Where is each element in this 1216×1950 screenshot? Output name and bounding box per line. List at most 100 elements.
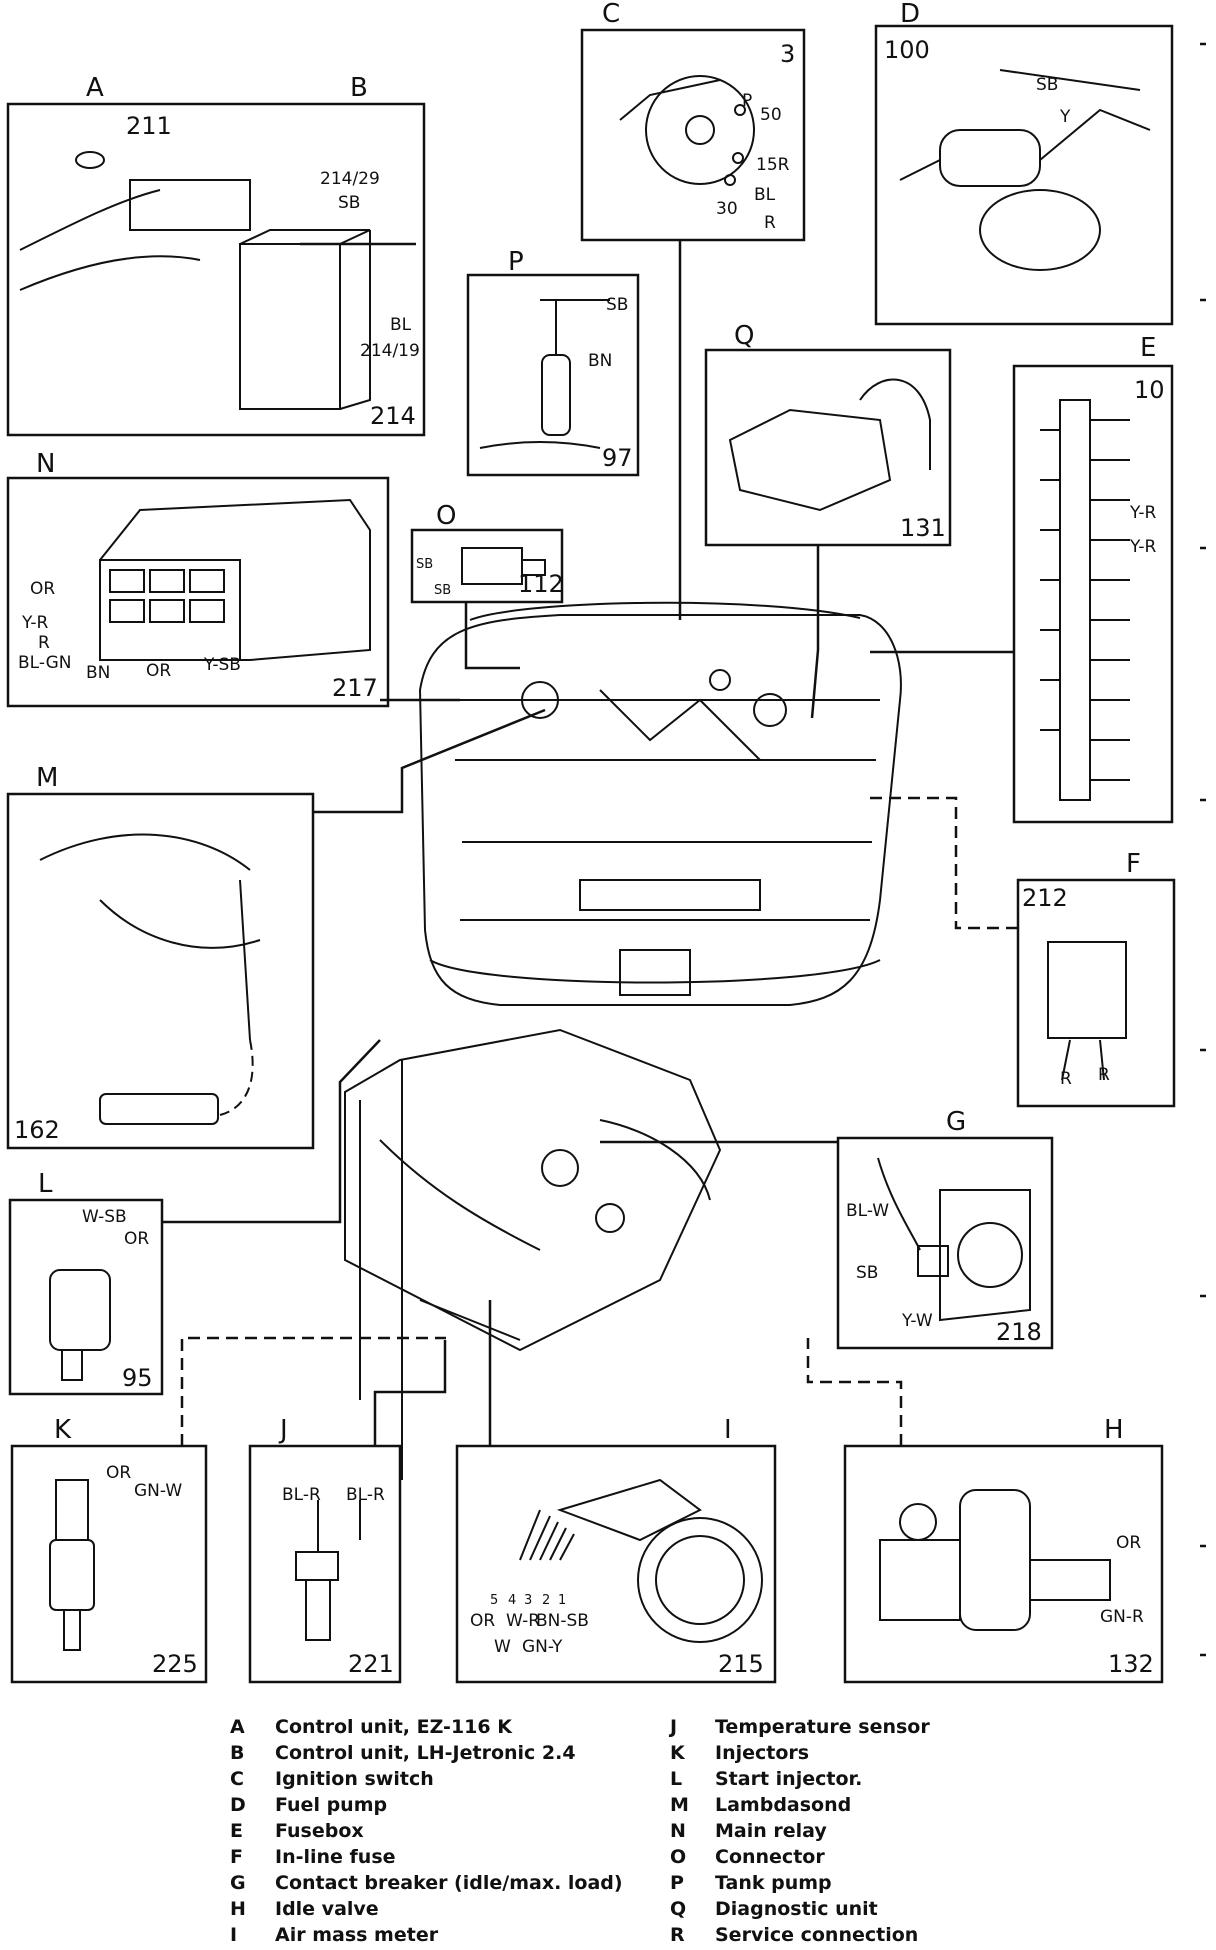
legend-key: N: [670, 1820, 686, 1842]
label-h: H: [1104, 1415, 1124, 1445]
wire-g-sb: SB: [856, 1263, 878, 1283]
wire-i-bnsb: BN-SB: [536, 1611, 589, 1631]
wire-e-yr-2: Y-R: [1129, 537, 1157, 557]
legend-text: Temperature sensor: [715, 1716, 930, 1738]
wire-o-sb-1: SB: [416, 557, 433, 572]
wire-l-wsb: W-SB: [82, 1207, 127, 1227]
panel-l-frame: [8, 1198, 164, 1396]
wire-k-gnw: GN-W: [134, 1481, 182, 1501]
panel-ab-frame: [6, 102, 426, 437]
leader-o: [464, 602, 520, 670]
ref-3: 3: [780, 40, 795, 68]
wire-n-or-2: OR: [146, 661, 171, 681]
ref-225: 225: [152, 1650, 198, 1678]
leader-j: [373, 1340, 447, 1446]
wire-n-bn: BN: [86, 663, 110, 683]
wire-i-or: OR: [470, 1611, 495, 1631]
wire-p-sb: SB: [606, 295, 628, 315]
ref-212: 212: [1022, 884, 1068, 912]
panel-k-frame: [10, 1444, 208, 1684]
legend-key: G: [230, 1872, 246, 1894]
legend-key: E: [230, 1820, 243, 1842]
label-a: A: [86, 73, 104, 103]
wire-c-50: 50: [760, 105, 782, 125]
label-j: J: [278, 1415, 288, 1445]
legend-text: Contact breaker (idle/max. load): [275, 1872, 623, 1894]
label-p: P: [508, 247, 524, 277]
panel-j-frame: [248, 1444, 402, 1684]
label-q: Q: [734, 321, 754, 351]
ref-112: 112: [518, 570, 564, 598]
legend-item: C Ignition switch: [230, 1766, 630, 1792]
wire-c-r: R: [764, 213, 776, 233]
legend-text: Fusebox: [275, 1820, 364, 1842]
legend-text: Connector: [715, 1846, 825, 1868]
panel-n-frame: [6, 476, 390, 708]
wire-214-19: 214/19: [360, 341, 420, 361]
lambda-sensor-sketch-m: [39, 833, 261, 1125]
panel-h-frame: [843, 1444, 1164, 1684]
wire-n-blgn: BL-GN: [18, 653, 71, 673]
wire-d-sb: SB: [1036, 75, 1058, 95]
label-l: L: [38, 1169, 53, 1199]
wire-k-or: OR: [106, 1463, 131, 1483]
wire-ab-sb: SB: [338, 193, 360, 213]
wire-i-w: W: [494, 1637, 511, 1657]
legend-key: C: [230, 1768, 244, 1790]
panel-p-frame: [466, 273, 640, 477]
legend-text: Service connection: [715, 1924, 919, 1946]
legend-key: H: [230, 1898, 246, 1920]
wire-j-blr-2: BL-R: [346, 1485, 385, 1505]
leader-m: [313, 708, 546, 814]
start-injector-sketch-l: [49, 1269, 111, 1381]
label-i: I: [724, 1415, 732, 1445]
wire-g-blw: BL-W: [846, 1201, 889, 1221]
legend-key: K: [670, 1742, 685, 1764]
legend-text: Lambdasond: [715, 1794, 852, 1816]
legend-text: Control unit, EZ-116 K: [275, 1716, 512, 1738]
ref-10: 10: [1134, 376, 1165, 404]
edge-ticks: [1200, 42, 1206, 1657]
wire-p-bn: BN: [588, 351, 612, 371]
legend-key: J: [670, 1716, 678, 1738]
wire-c-30: 30: [716, 199, 738, 219]
leader-l: [162, 1039, 381, 1224]
panel-d-frame: [874, 24, 1174, 326]
wire-d-y: Y: [1059, 107, 1071, 127]
air-mass-meter-sketch-i: [519, 1478, 763, 1643]
ref-132: 132: [1108, 1650, 1154, 1678]
wire-n-yr: Y-R: [21, 613, 49, 633]
contact-breaker-sketch-g: [877, 1157, 1031, 1322]
panel-i-frame: [455, 1444, 777, 1684]
wire-h-or: OR: [1116, 1533, 1141, 1553]
legend-key: R: [670, 1924, 685, 1946]
wire-i-wr: W-R: [506, 1611, 540, 1631]
panel-e-frame: [1012, 364, 1174, 824]
engine-lower-illustration: [344, 1028, 722, 1480]
car-engine-bay-illustration: [418, 601, 902, 1006]
ref-215: 215: [718, 1650, 764, 1678]
label-g: G: [946, 1107, 966, 1137]
pin-i-1: 1: [558, 1593, 566, 1608]
legend-text: Control unit, LH-Jetronic 2.4: [275, 1742, 576, 1764]
connector-sketch-o: [461, 547, 546, 585]
legend-text: Start injector.: [715, 1768, 863, 1790]
panel-q-frame: [704, 348, 952, 547]
legend-key: I: [230, 1924, 238, 1946]
wire-214-29: 214/29: [320, 169, 380, 189]
ref-131: 131: [900, 514, 946, 542]
legend-text: Ignition switch: [275, 1768, 434, 1790]
label-m: M: [36, 763, 58, 793]
wire-n-r: R: [38, 633, 50, 653]
wire-ab-bl: BL: [390, 315, 412, 335]
legend-item: E Fusebox: [230, 1818, 630, 1844]
legend-key: P: [670, 1872, 684, 1894]
legend-item: R Service connection: [670, 1922, 1070, 1948]
label-c: C: [602, 0, 620, 29]
injector-sketch-k: [49, 1479, 95, 1651]
